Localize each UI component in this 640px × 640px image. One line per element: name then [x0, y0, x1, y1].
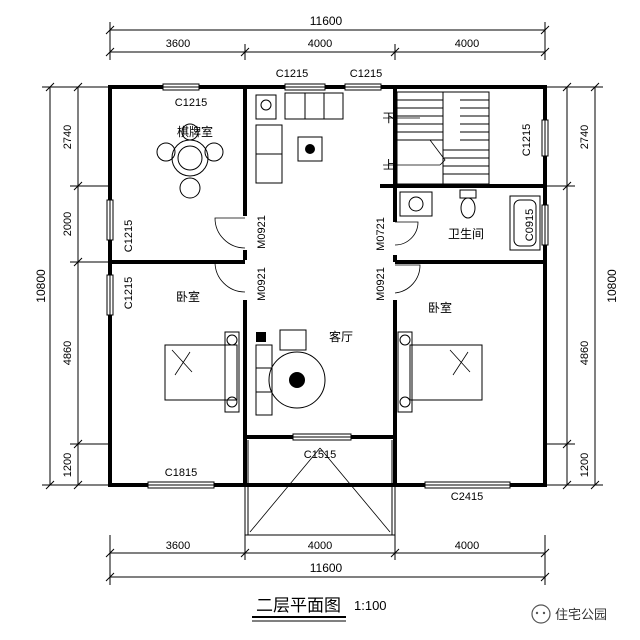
sofa-set [255, 329, 326, 416]
beds [164, 331, 483, 413]
left-dim-4: 1200 [62, 453, 74, 477]
left-dim-3: 4860 [62, 341, 74, 365]
right-total-dim: 10800 [605, 269, 619, 303]
bottom-total-dim: 11600 [310, 561, 343, 575]
window-label-bottom-mid: C1515 [304, 449, 336, 461]
window-label-bath-right: C0915 [524, 209, 536, 241]
right-dimensions: 2740 4860 1200 10800 [545, 82, 619, 490]
window-label-bottom-left: C1815 [165, 467, 197, 479]
plan-title: 二层平面图 [256, 596, 341, 616]
right-dim-2: 4860 [579, 341, 591, 365]
top-dimensions: 11600 3600 4000 4000 [105, 14, 550, 60]
door-label-bathroom: M0721 [375, 217, 387, 251]
bottom-dim-3: 4000 [455, 540, 479, 552]
left-dimensions: 10800 2740 2000 4860 1200 [34, 82, 110, 490]
window-label-top-mid-1: C1215 [276, 68, 308, 80]
stair-down-label: 下 [383, 111, 395, 125]
chess-table [156, 123, 224, 199]
bedroom-right-label: 卧室 [428, 300, 452, 315]
living-room-label: 客厅 [329, 329, 353, 344]
left-dim-2: 2000 [62, 212, 74, 236]
top-dim-3: 4000 [455, 38, 479, 50]
drawing-title: 二层平面图 1:100 [252, 596, 387, 622]
windows [106, 83, 549, 489]
right-dim-1: 2740 [579, 125, 591, 149]
door-label-bedroom-left: M0921 [256, 267, 268, 301]
door-label-bedroom-right: M0921 [375, 267, 387, 301]
top-dim-1: 3600 [166, 38, 190, 50]
bathroom-label: 卫生间 [448, 227, 484, 241]
bottom-dim-2: 4000 [308, 540, 332, 552]
stairs: 下 上 [383, 91, 490, 185]
plan-scale: 1:100 [354, 598, 387, 613]
top-dim-2: 4000 [308, 38, 332, 50]
window-label-top-left: C1215 [175, 97, 207, 109]
watermark-icon [531, 604, 551, 624]
doors [214, 217, 421, 294]
door-label-chess-room: M0921 [256, 215, 268, 249]
window-label-left-upper: C1215 [123, 220, 135, 252]
left-total-dim: 10800 [34, 269, 48, 303]
bedroom-left-label: 卧室 [176, 289, 200, 304]
watermark-text: 住宅公园 [555, 608, 607, 623]
chess-room-label: 棋牌室 [177, 124, 213, 139]
right-dim-3: 1200 [579, 453, 591, 477]
bottom-dimensions: 3600 4000 4000 11600 [105, 535, 550, 585]
left-dim-1: 2740 [62, 125, 74, 149]
window-label-left-lower: C1215 [123, 277, 135, 309]
watermark: 住宅公园 [531, 604, 607, 624]
bottom-dim-1: 3600 [166, 540, 190, 552]
top-total-dim: 11600 [310, 14, 343, 28]
bathroom-fixtures [399, 189, 541, 251]
walls [108, 85, 547, 487]
window-label-stair-right: C1215 [521, 124, 533, 156]
stair-up-label: 上 [383, 158, 395, 172]
living-furniture [255, 92, 344, 184]
window-label-top-mid-2: C1215 [350, 68, 382, 80]
window-label-bottom-right: C2415 [451, 491, 483, 503]
